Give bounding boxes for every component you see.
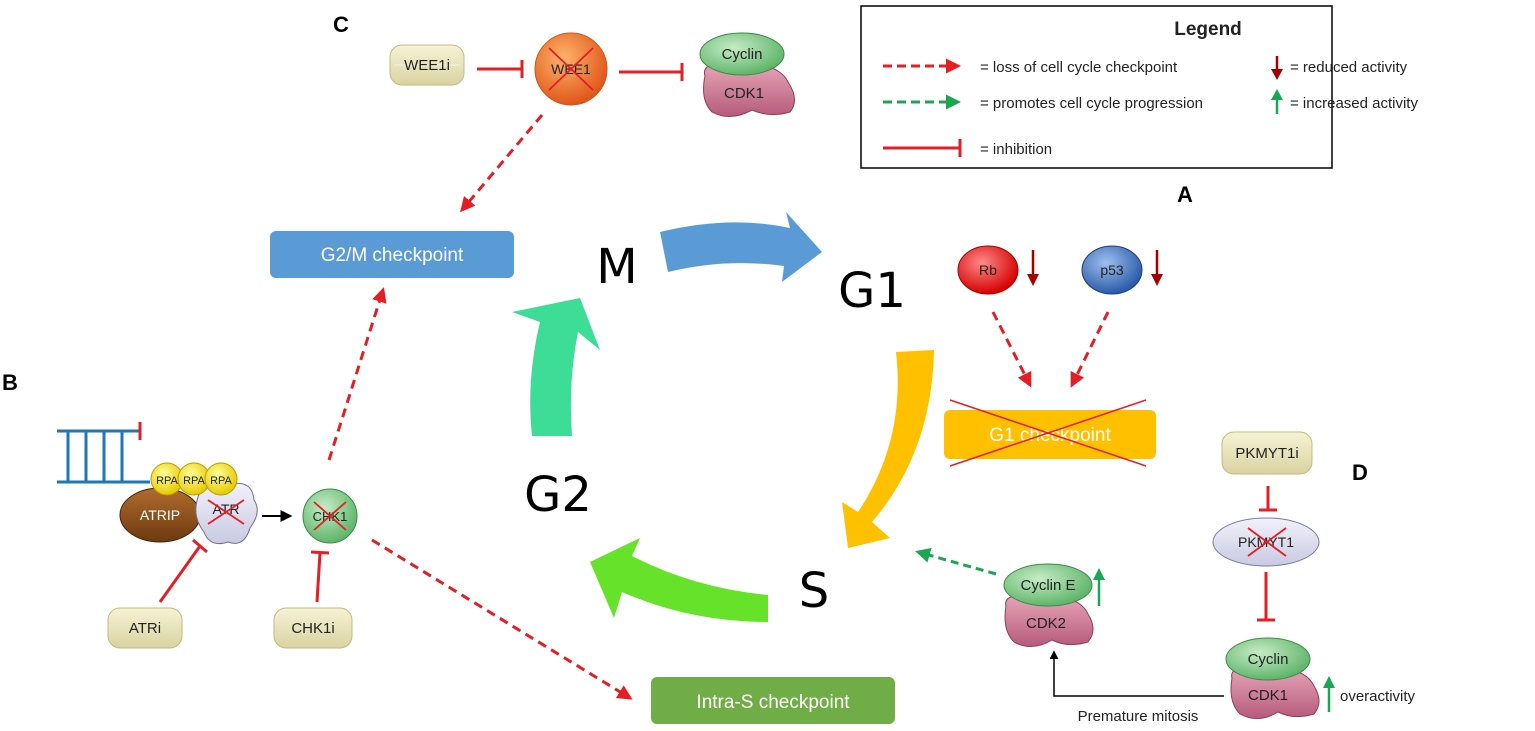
legend-increased-text: = increased activity	[1290, 95, 1418, 112]
legend: Legend = loss of cell cycle checkpoint =…	[860, 5, 1418, 169]
phase-g1-label: G1	[838, 263, 906, 319]
g2m-checkpoint-label: G2/M checkpoint	[321, 245, 464, 266]
overactivity-label: overactivity	[1340, 688, 1416, 705]
cdk2-label: CDK2	[1026, 615, 1066, 632]
rb-reduced-arrow-icon	[1027, 250, 1039, 286]
g1-checkpoint-label: G1 checkpoint	[989, 425, 1111, 446]
atri-inhibits-atr	[158, 538, 208, 603]
legend-promotes-text: = promotes cell cycle progression	[980, 95, 1203, 112]
cdk2-increased-arrow-icon	[1093, 568, 1105, 606]
atr-label: ATR	[213, 501, 240, 517]
cdk1-bottom-label: CDK1	[1248, 687, 1288, 704]
chk1-to-g2m-dashed-arrow	[327, 287, 387, 461]
p53-to-g1-dashed-arrow	[1070, 311, 1110, 388]
legend-inhibition-text: = inhibition	[980, 141, 1052, 158]
dna-strand-icon	[57, 422, 150, 484]
wee1i-inhibits-wee1	[477, 60, 524, 78]
pkmyt1i-inhibits-pkmyt1	[1259, 486, 1277, 512]
rb-protein: Rb	[957, 245, 1019, 295]
chk1-protein: CHK1	[302, 488, 358, 544]
rpa-protein-1: RPA	[150, 462, 184, 496]
chk1i-label: CHK1i	[291, 620, 334, 637]
phase-s-label: S	[799, 563, 829, 619]
cyclin-top-label: Cyclin	[722, 46, 763, 63]
cyclin-cdk1-complex-bottom: CDK1 Cyclin	[1225, 637, 1320, 719]
pkmyt1-inhibits-cdk1	[1257, 572, 1275, 622]
chk1i-pill: CHK1i	[273, 607, 353, 649]
s-to-g2-arrow	[590, 538, 768, 622]
legend-loss-text: = loss of cell cycle checkpoint	[980, 59, 1178, 76]
intra-s-checkpoint-box: Intra-S checkpoint	[651, 677, 895, 724]
cdk1-increased-arrow-icon	[1323, 676, 1335, 712]
pkmyt1i-pill: PKMYT1i	[1221, 431, 1313, 475]
panel-label-a: A	[1177, 182, 1193, 207]
intra-s-checkpoint-label: Intra-S checkpoint	[696, 692, 850, 713]
chk1i-inhibits-chk1	[310, 550, 330, 603]
legend-reduced-text: = reduced activity	[1290, 59, 1408, 76]
panel-label-b: B	[2, 370, 18, 395]
pkmyt1-protein: PKMYT1	[1212, 517, 1320, 567]
pkmyt1i-label: PKMYT1i	[1235, 445, 1298, 462]
panel-label-d: D	[1352, 460, 1368, 485]
chk1-to-intra-s-dashed-arrow	[371, 538, 633, 700]
cdk2-promotes-s-dashed-arrow	[915, 548, 997, 576]
cyclin-e-cdk2-complex: CDK2 Cyclin E	[1003, 563, 1094, 647]
rb-label: Rb	[979, 262, 997, 278]
wee1-inhibits-cdk1	[619, 63, 684, 81]
atr-protein: ATR	[195, 481, 258, 545]
panel-label-c: C	[333, 12, 349, 37]
atrip-label: ATRIP	[140, 507, 180, 523]
wee1-to-g2m-dashed-arrow	[460, 114, 544, 213]
g1-checkpoint-box: G1 checkpoint	[944, 399, 1156, 467]
atri-pill: ATRi	[107, 607, 183, 649]
p53-reduced-arrow-icon	[1151, 250, 1163, 286]
phase-g2-label: G2	[524, 467, 592, 523]
legend-down-arrow-icon	[1271, 56, 1283, 80]
rpa-protein-2: RPA	[177, 462, 211, 496]
cyclin-e-label: Cyclin E	[1020, 577, 1075, 594]
wee1-protein: WEE1	[534, 32, 608, 106]
rb-to-g1-dashed-arrow	[991, 311, 1032, 388]
p53-label: p53	[1100, 262, 1124, 278]
wee1i-label: WEE1i	[404, 57, 450, 74]
premature-mitosis-arrow	[1049, 650, 1224, 697]
rpa-label-3: RPA	[210, 475, 232, 487]
g2m-checkpoint-box: G2/M checkpoint	[270, 231, 514, 278]
legend-frame	[860, 5, 1333, 169]
atri-label: ATRi	[129, 620, 161, 637]
legend-inhibition-symbol	[883, 139, 962, 157]
cyclin-cdk1-complex-top: CDK1 Cyclin	[699, 32, 795, 117]
cdk1-top-label: CDK1	[724, 85, 764, 102]
atrip-protein: ATRIP	[119, 487, 201, 543]
g1-to-s-arrow	[842, 350, 934, 548]
legend-title: Legend	[1174, 19, 1242, 40]
rpa-label-2: RPA	[183, 475, 205, 487]
rpa-protein-3: RPA	[204, 462, 238, 496]
premature-mitosis-label: Premature mitosis	[1078, 708, 1199, 725]
wee1i-pill: WEE1i	[389, 44, 465, 86]
g2-to-m-arrow	[512, 298, 600, 436]
m-to-g1-arrow	[660, 212, 822, 282]
cyclin-bottom-label: Cyclin	[1248, 651, 1289, 668]
phase-m-label: M	[596, 239, 637, 295]
legend-up-arrow-icon	[1271, 89, 1283, 114]
p53-protein: p53	[1081, 245, 1143, 295]
rpa-label-1: RPA	[156, 475, 178, 487]
